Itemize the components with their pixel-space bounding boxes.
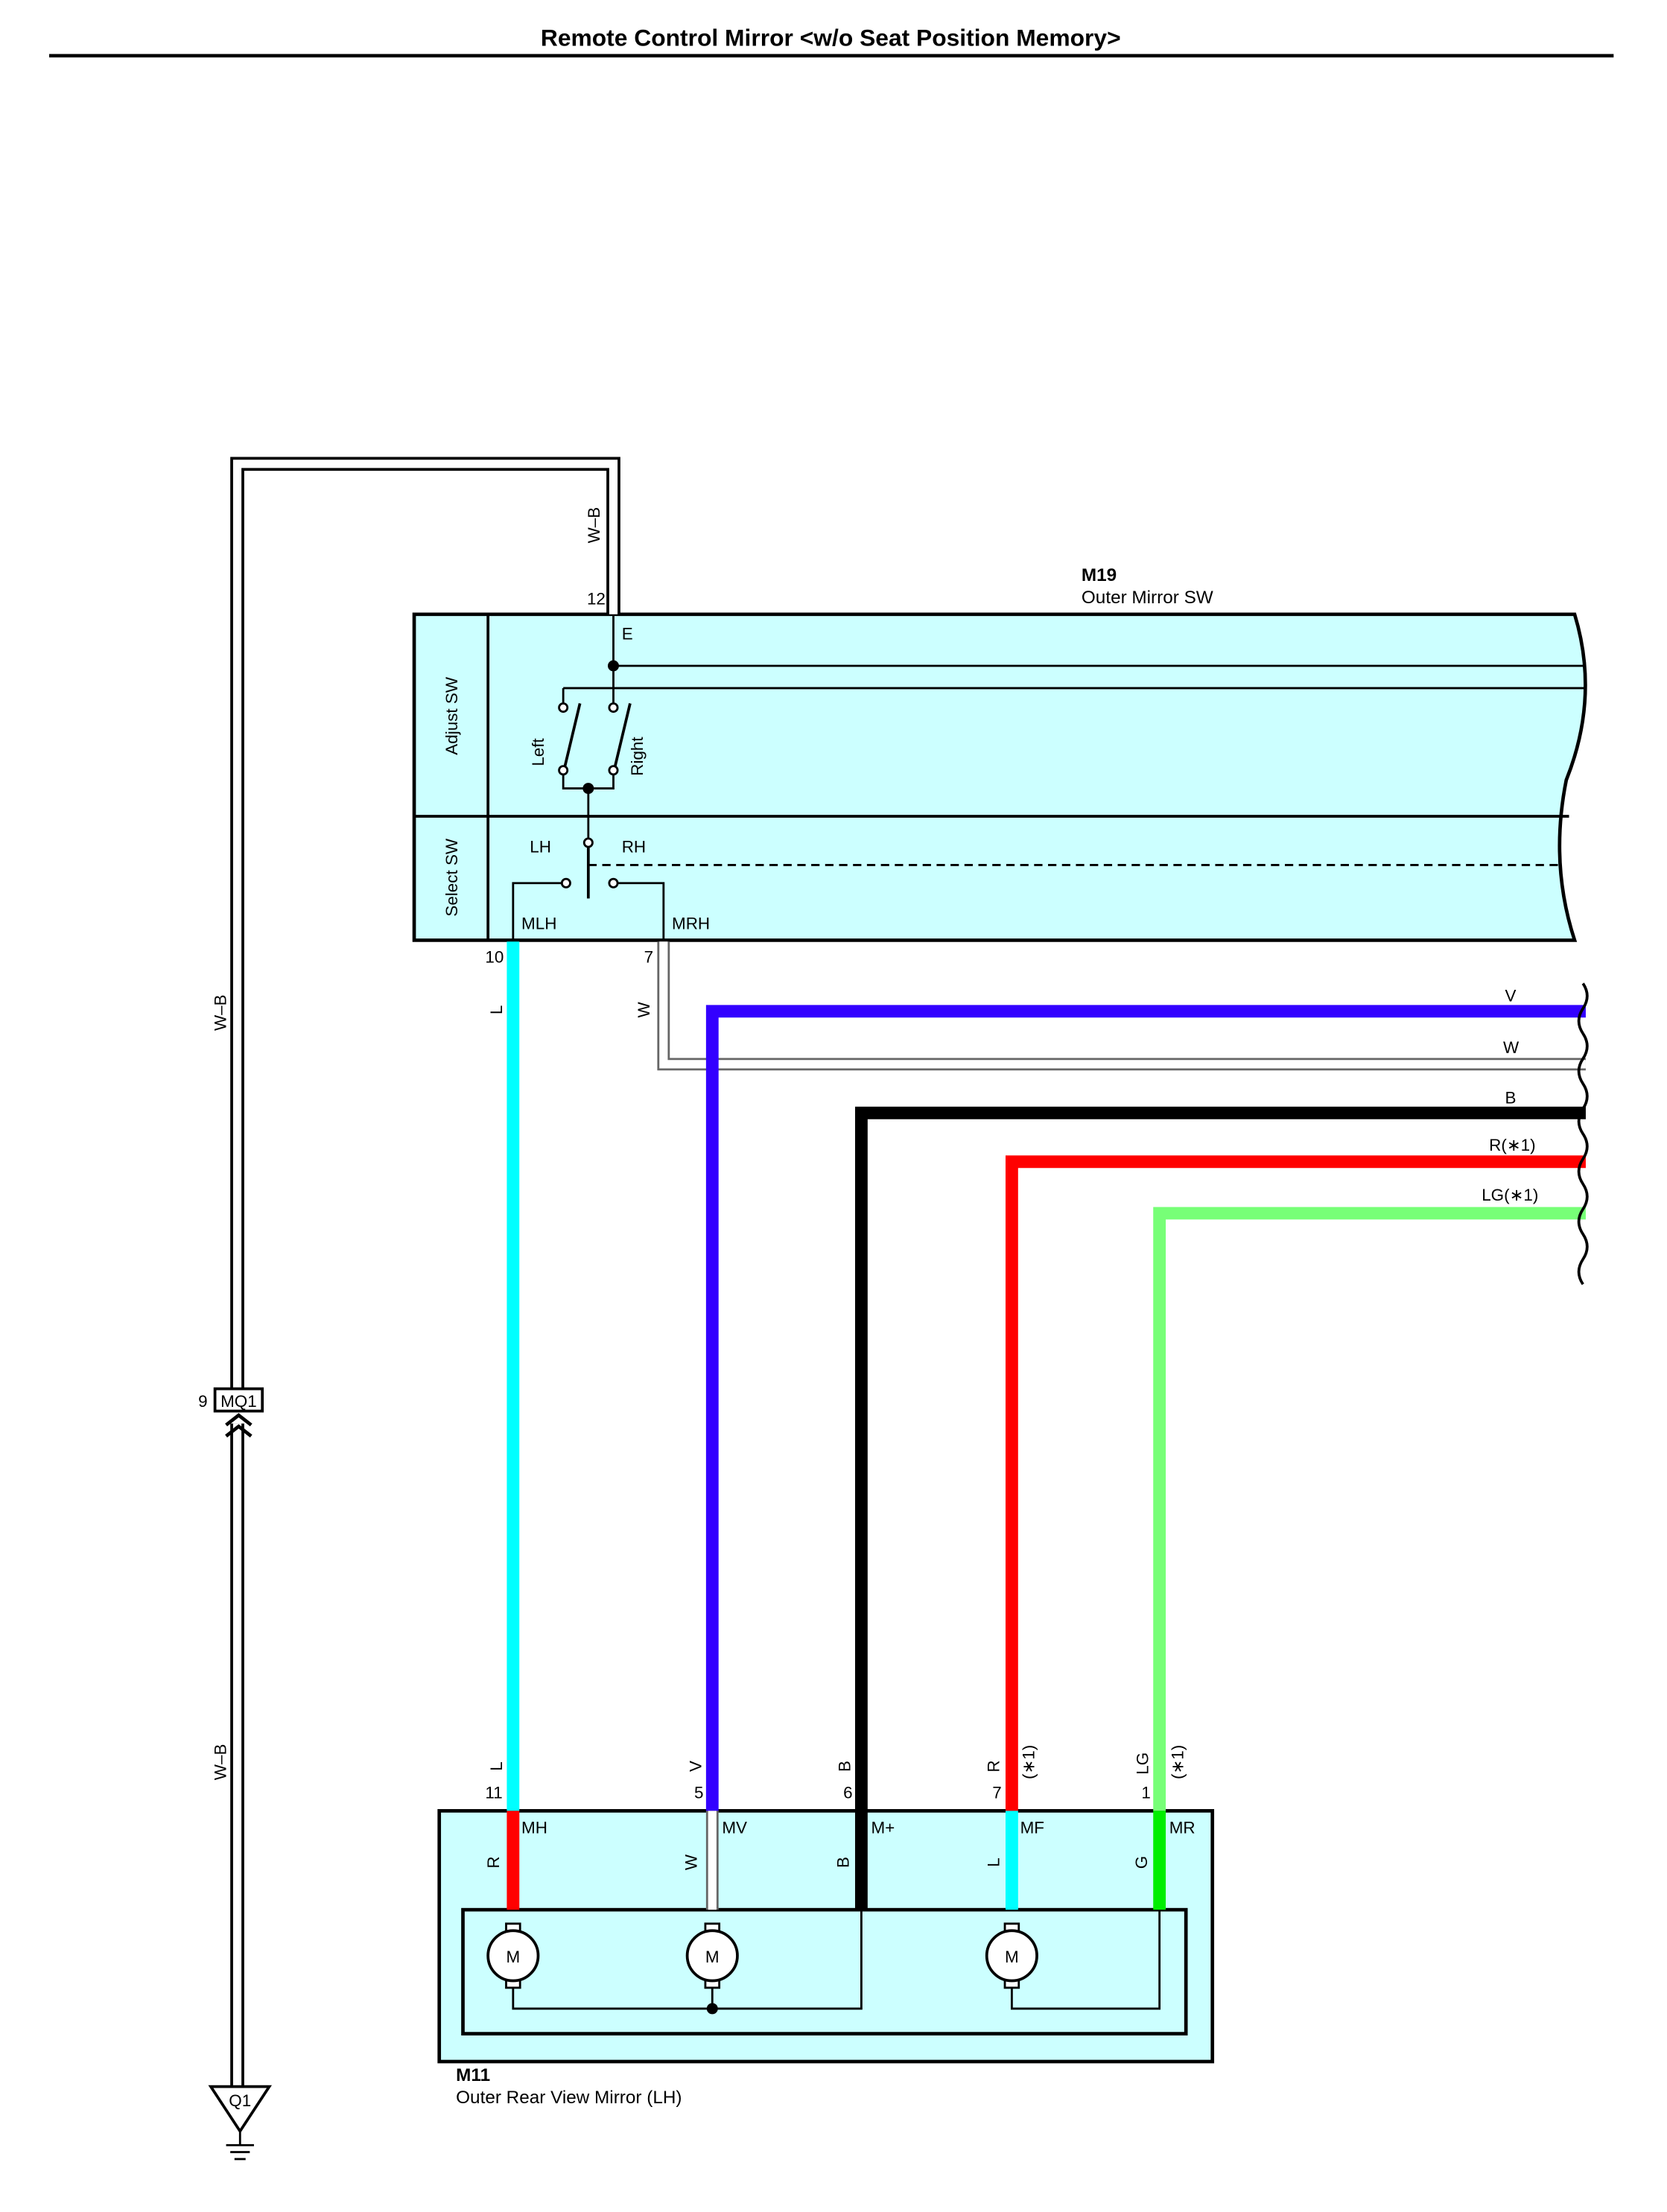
outer-mirror-switch-box <box>412 612 1587 942</box>
right-switch-bottom-contact <box>608 765 619 776</box>
m11-wire-inside-mh: R <box>484 1856 503 1868</box>
m11-wire-inside-mv: W <box>682 1854 701 1870</box>
wire-b <box>854 1106 1586 1811</box>
m11-pin-mr: 1 <box>1141 1784 1150 1802</box>
right-switch-top-contact <box>608 702 619 714</box>
terminal-mrh-label: MRH <box>672 914 710 932</box>
outer-mirror-switch-name: Outer Mirror SW <box>1082 588 1213 608</box>
right-wire-label-b: B <box>1505 1088 1516 1107</box>
junction-connector-name: MQ1 <box>220 1392 257 1411</box>
m11-wire-in-mv: V <box>686 1761 705 1772</box>
terminal-lh-label: LH <box>530 838 551 856</box>
m11-terminal-m-plus: M+ <box>871 1818 895 1837</box>
m11-terminal-mh: MH <box>521 1818 547 1837</box>
select-lh-contact <box>560 877 571 889</box>
m11-wire-in-mr: LG <box>1134 1752 1152 1775</box>
m11-wire-inside-mf: L <box>985 1857 1003 1866</box>
right-wire-label-r: R(∗1) <box>1489 1136 1535 1154</box>
m11-wire-in-m-plus: B <box>835 1761 854 1772</box>
m11-pin-m-plus: 6 <box>843 1784 852 1802</box>
right-switch-blade <box>613 703 632 768</box>
wire-lg <box>1153 1207 1586 1811</box>
terminal-rh-label: RH <box>622 838 646 856</box>
m11-note-mr: (∗1) <box>1168 1745 1187 1779</box>
ground-point-label: Q1 <box>229 2091 251 2110</box>
wire-mrh-color-label: W <box>635 1002 653 1018</box>
page-title: Remote Control Mirror <w/o Seat Position… <box>541 25 1121 51</box>
pin-e-number: 12 <box>587 590 606 608</box>
outer-rear-view-mirror-name: Outer Rear View Mirror (LH) <box>456 2088 682 2108</box>
mlh-internal-line <box>512 882 562 941</box>
motor-assembly-box <box>461 1907 1188 2035</box>
mirror-motor-2: M <box>685 1922 739 1989</box>
outer-mirror-switch-connector: M19 <box>1082 565 1117 585</box>
motor-2-symbol: M <box>705 1948 720 1966</box>
m11-wire-inside-m-plus: B <box>834 1857 853 1868</box>
m11-pin-mf: 7 <box>992 1784 1001 1802</box>
right-switch-label: Right <box>628 737 647 776</box>
ground-point-q1 <box>208 2085 273 2134</box>
ground-wire-w-b <box>230 457 620 2090</box>
ground-wire-label-left-lower: W–B <box>212 1744 230 1781</box>
left-switch-label: Left <box>529 737 547 766</box>
junction-connector-pin: 9 <box>198 1392 207 1411</box>
terminal-mlh-label: MLH <box>521 914 556 932</box>
outer-rear-view-mirror-connector: M11 <box>456 2065 490 2085</box>
ground-wire-label-left-upper: W–B <box>212 994 230 1031</box>
mirror-motor-1: M <box>486 1922 540 1989</box>
mirror-motor-3: M <box>985 1922 1038 1989</box>
mrh-internal-line <box>617 882 665 941</box>
select-common-contact <box>582 837 594 848</box>
right-wire-label-lg: LG(∗1) <box>1482 1186 1538 1204</box>
wire-mrh-w <box>657 941 1586 1071</box>
m11-pin-mv: 5 <box>694 1784 703 1802</box>
right-wire-label-w: W <box>1503 1038 1520 1057</box>
wire-r <box>1005 1155 1586 1811</box>
motor-3-symbol: M <box>1005 1948 1019 1966</box>
m11-wire-in-mh: L <box>487 1761 506 1770</box>
select-rh-contact <box>608 877 619 889</box>
junction-chevron-bottom <box>225 1424 253 1438</box>
left-switch-bottom-contact <box>558 765 569 776</box>
m11-pin-mh: 11 <box>485 1784 502 1802</box>
left-switch-blade <box>563 703 582 768</box>
m11-terminal-mf: MF <box>1020 1818 1044 1837</box>
pin-mlh-number: 10 <box>485 947 504 966</box>
m11-wire-inside-mr: G <box>1132 1856 1151 1869</box>
motor-common-junction-dot <box>706 2003 718 2015</box>
m11-wire-in-mf: R <box>985 1760 1003 1772</box>
m11-terminal-mv: MV <box>722 1818 747 1837</box>
pin-mrh-number: 7 <box>644 947 653 966</box>
m11-terminal-mr: MR <box>1169 1818 1196 1837</box>
wire-mlh-color-label: L <box>487 1005 506 1014</box>
junction-chevron-top <box>225 1413 253 1427</box>
m11-note-mf: (∗1) <box>1019 1745 1038 1779</box>
wire-break-wave <box>1577 982 1589 1285</box>
wire-v <box>705 1005 1586 1811</box>
select-sw-label: Select SW <box>442 838 461 917</box>
terminal-e-label: E <box>622 624 633 643</box>
left-switch-top-contact <box>558 702 569 714</box>
motor-1-symbol: M <box>506 1948 520 1966</box>
junction-connector-mq1 <box>213 1387 264 1413</box>
adjust-sw-label: Adjust SW <box>442 676 461 755</box>
ground-wire-label-top: W–B <box>585 507 603 544</box>
right-wire-label-v: V <box>1505 987 1516 1005</box>
